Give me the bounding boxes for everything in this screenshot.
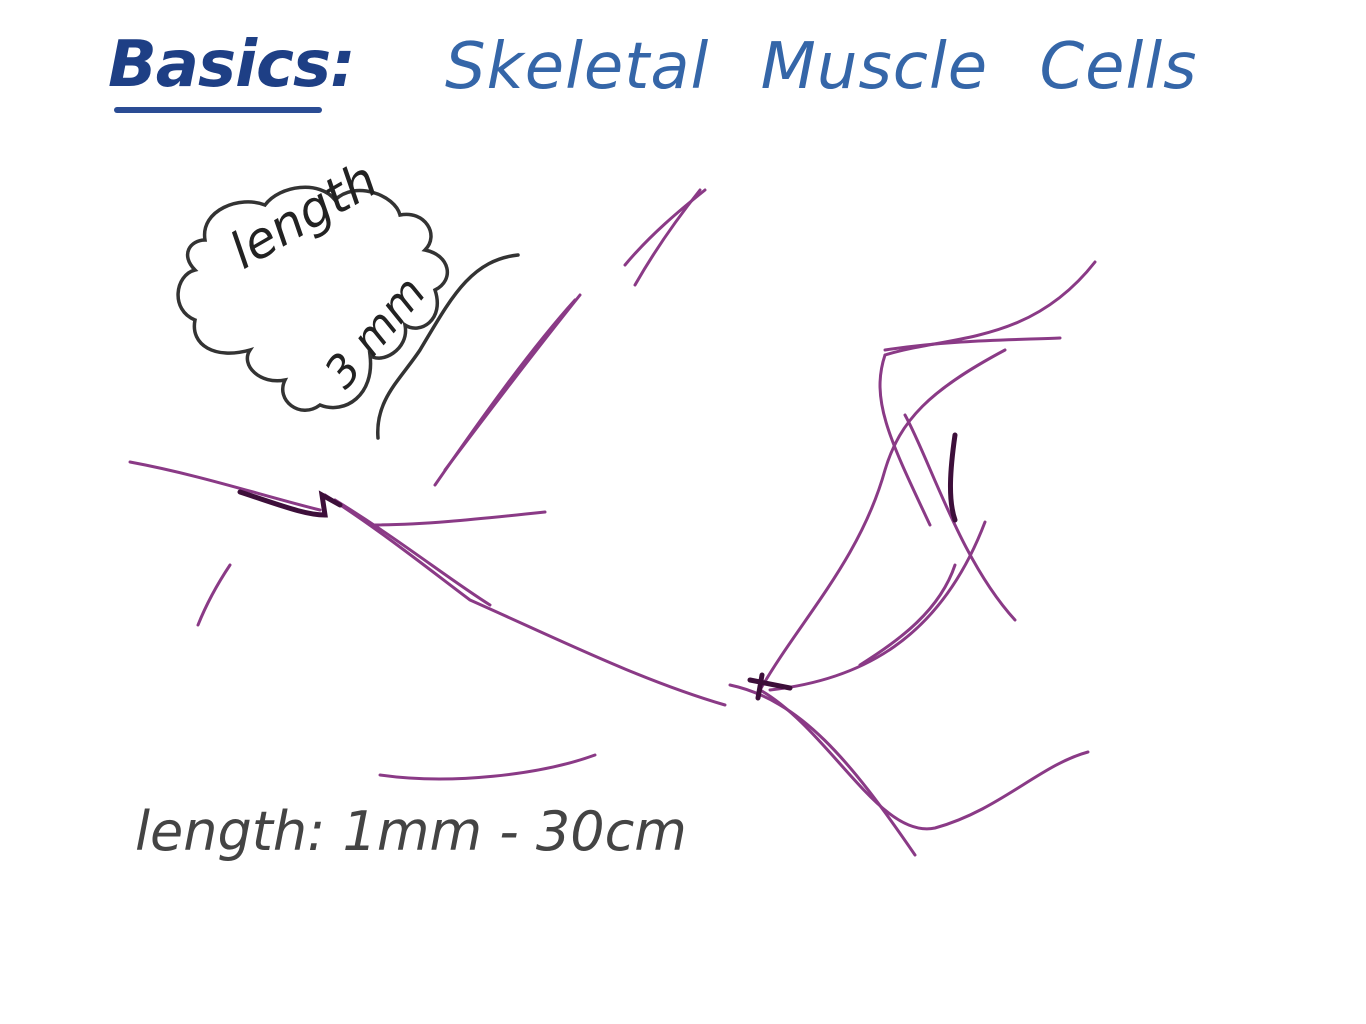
fiber-stroke [758,688,1090,831]
thought-cloud [176,185,450,412]
fiber-stroke [883,336,1062,352]
junction-mark [747,672,793,701]
title-underline [114,107,322,113]
junction-mark [237,489,343,518]
fiber-stroke [903,413,1017,622]
fiber-stroke [883,260,1097,357]
fiber-stroke [858,563,957,667]
page-heading: Skeletal Muscle Cells [445,30,1198,104]
fiber-junctions [237,432,958,701]
fiber-stroke [768,520,987,692]
fiber-stroke [443,293,582,472]
fiber-stroke [878,353,932,527]
muscle-fibers [128,188,1097,857]
fiber-stroke [758,348,1007,692]
junction-mark [948,432,958,523]
fiber-stroke [368,510,547,527]
fiber-stroke [623,188,707,267]
fiber-stroke [333,498,492,607]
fiber-stroke [728,683,917,857]
fiber-stroke [196,563,232,627]
cloud-tail [376,253,520,440]
fiber-stroke [378,753,597,781]
fiber-stroke [633,188,702,287]
fiber-stroke [323,493,727,707]
title-label: Basics: [108,28,356,102]
fiber-stroke [128,460,322,512]
length-range-caption: length: 1mm - 30cm [135,800,687,863]
